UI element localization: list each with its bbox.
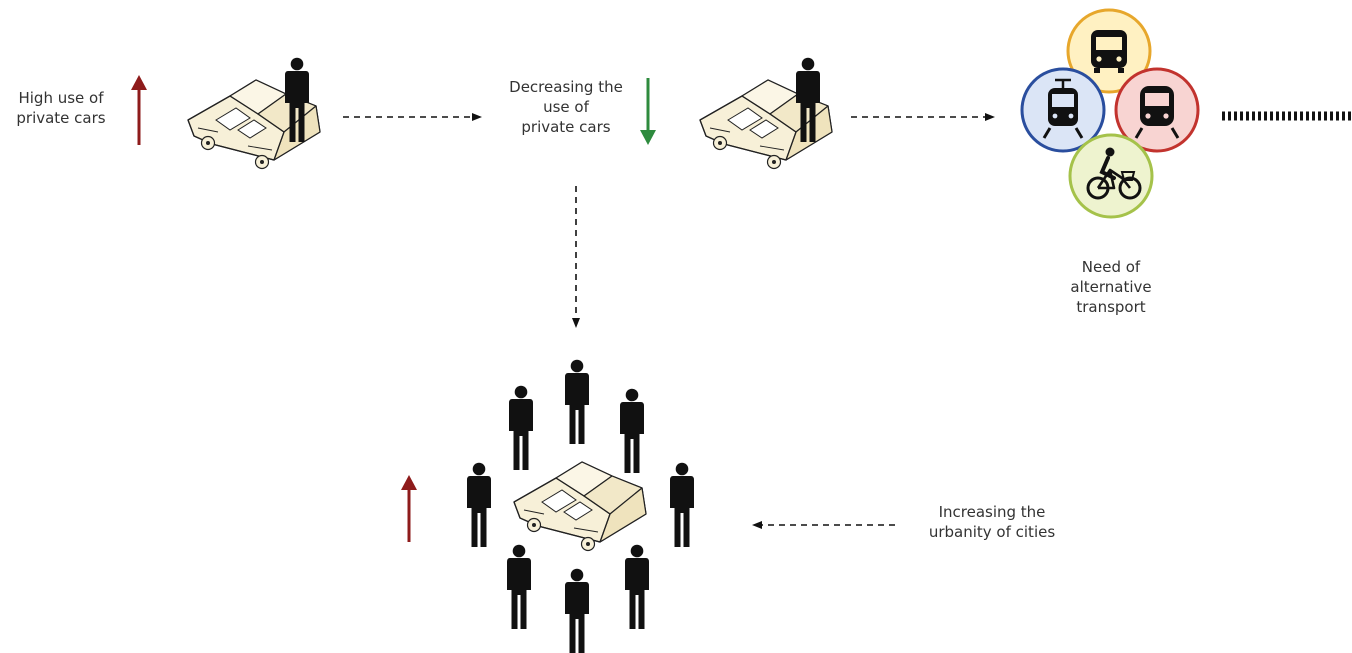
dashed-arrow-left bbox=[752, 521, 895, 529]
label-urbanity: Increasing the urbanity of cities bbox=[910, 502, 1074, 542]
car-with-driver-group-2 bbox=[699, 57, 833, 170]
train-icon bbox=[1114, 67, 1200, 153]
label-line: Increasing the bbox=[938, 503, 1046, 521]
car-with-driver-group bbox=[187, 57, 321, 170]
dashed-arrow-right-1 bbox=[343, 113, 482, 121]
dashed-arrow-right-2 bbox=[851, 113, 995, 121]
label-line: High use of bbox=[18, 89, 104, 107]
person-icon bbox=[507, 544, 531, 629]
label-high-use: High use of private cars bbox=[4, 88, 118, 128]
person-icon bbox=[565, 359, 589, 444]
label-decreasing: Decreasing the use of private cars bbox=[500, 77, 632, 137]
dashed-arrow-down bbox=[572, 186, 580, 328]
label-line: private cars bbox=[16, 109, 106, 127]
label-line: Need of bbox=[1081, 258, 1141, 276]
person-icon bbox=[670, 462, 694, 547]
person-icon bbox=[565, 568, 589, 653]
increase-arrow-icon-2 bbox=[401, 475, 417, 542]
label-line: transport bbox=[1076, 298, 1146, 316]
label-alternative-transport: Need of alternative transport bbox=[1056, 257, 1166, 317]
bicycle-icon bbox=[1068, 133, 1154, 219]
increase-arrow-icon bbox=[131, 75, 147, 145]
car-icon bbox=[513, 461, 647, 552]
bus-icon bbox=[1066, 8, 1152, 94]
tram-icon bbox=[1020, 67, 1106, 153]
crowd-group bbox=[467, 359, 694, 653]
label-line: urbanity of cities bbox=[928, 523, 1056, 541]
label-line: use of bbox=[543, 98, 589, 116]
decrease-arrow-icon bbox=[640, 78, 656, 145]
label-line: private cars bbox=[521, 118, 611, 136]
person-icon bbox=[620, 388, 644, 473]
label-line: alternative bbox=[1070, 278, 1152, 296]
person-icon bbox=[625, 544, 649, 629]
label-line: Decreasing the bbox=[509, 78, 623, 96]
person-icon bbox=[509, 385, 533, 470]
person-icon bbox=[467, 462, 491, 547]
alternative-transport-cluster bbox=[1020, 8, 1200, 219]
